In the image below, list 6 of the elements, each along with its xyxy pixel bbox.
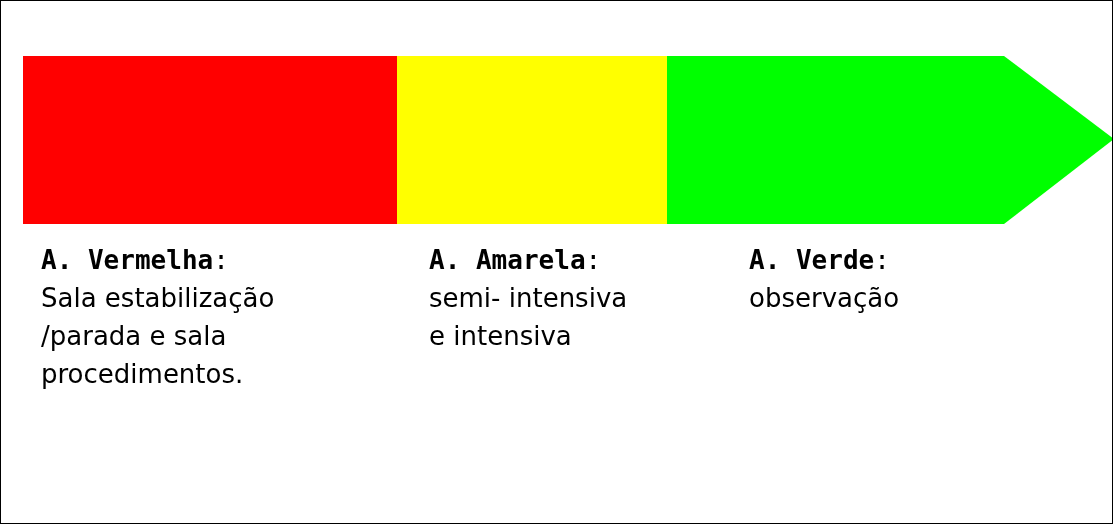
area-description: observação (749, 282, 901, 315)
area-heading: A. Amarela: (429, 244, 603, 277)
area-heading: A. Vermelha: (41, 244, 230, 277)
area-heading: A. Verde: (749, 244, 891, 277)
area-description: semi- intensiva e intensiva (429, 282, 629, 353)
area-description: Sala estabilização /parada e sala procedimentos. (41, 282, 276, 391)
